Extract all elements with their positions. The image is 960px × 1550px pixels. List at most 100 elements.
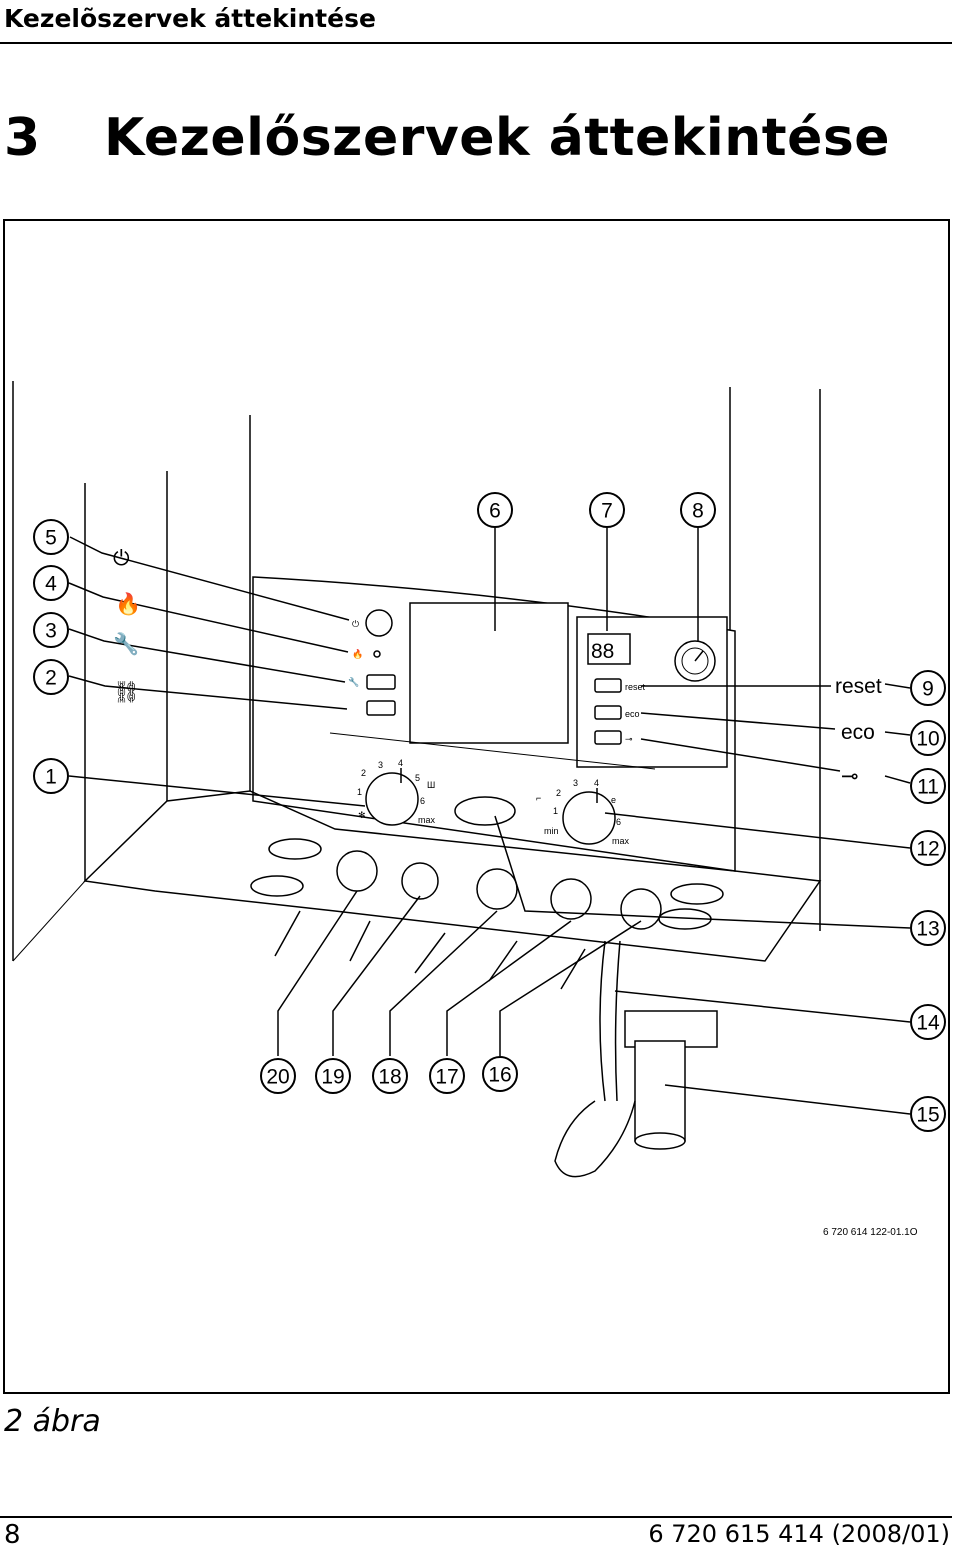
siphon-outlet <box>634 1132 686 1150</box>
callout-19: 19 <box>315 1058 351 1094</box>
heat-scale-5: 5 <box>415 773 420 783</box>
valve-20 <box>336 850 378 892</box>
display-cover <box>409 602 569 744</box>
figure-reference-code: 6 720 614 122-01.1O <box>823 1227 918 1238</box>
leader-11 <box>884 775 911 784</box>
burner-led <box>373 650 381 658</box>
valve-18 <box>476 868 518 910</box>
callout-18: 18 <box>372 1058 408 1094</box>
callout-15: 15 <box>910 1096 946 1132</box>
callout-1: 1 <box>33 758 69 794</box>
callout-7: 7 <box>589 492 625 528</box>
power-icon: ⏻ <box>113 547 130 570</box>
tray-opening <box>670 883 724 905</box>
svg-text:10: 10 <box>916 728 939 751</box>
leader-1 <box>68 775 366 807</box>
svg-text:5: 5 <box>45 527 57 550</box>
document-number: 6 720 615 414 (2008/01) <box>648 1520 950 1548</box>
svg-text:3: 3 <box>45 620 57 643</box>
svg-text:20: 20 <box>266 1066 289 1089</box>
flame-icon: 🔥 <box>115 591 141 616</box>
panel-badge <box>454 796 516 826</box>
seven-segment-display <box>587 633 631 665</box>
chapter-number: 3 <box>4 108 41 168</box>
valve-17 <box>550 878 592 920</box>
svg-text:17: 17 <box>435 1066 458 1089</box>
callout-2: 2 <box>33 659 69 695</box>
eco-label-small: eco <box>625 709 640 719</box>
dhw-scale-min: min <box>544 826 559 836</box>
leader-10-inner <box>640 712 836 730</box>
leader-15 <box>664 1084 911 1115</box>
reset-label-small: reset <box>625 682 646 692</box>
svg-text:14: 14 <box>916 1012 940 1035</box>
figure-caption: 2 ábra <box>4 1404 101 1439</box>
tray-opening <box>268 838 322 860</box>
svg-text:1: 1 <box>45 766 57 789</box>
callout-14: 14 <box>910 1004 946 1040</box>
svg-text:8: 8 <box>692 500 704 523</box>
dhw-scale-6: 6 <box>616 817 621 827</box>
svg-text:18: 18 <box>378 1066 401 1089</box>
leader-19 <box>332 895 421 1056</box>
leader-2 <box>68 675 348 710</box>
bottom-tray <box>83 790 822 962</box>
key-lock-button[interactable] <box>594 730 622 745</box>
callout-8: 8 <box>680 492 716 528</box>
svg-text:9: 9 <box>922 678 934 701</box>
leader-17 <box>446 920 572 1056</box>
header-rule <box>0 42 952 44</box>
leader-10 <box>884 731 911 736</box>
svg-text:11: 11 <box>917 776 939 799</box>
pipe <box>560 948 586 990</box>
heat-scale-3: 3 <box>378 760 383 770</box>
reset-button[interactable] <box>594 678 622 693</box>
valve-16 <box>620 888 662 930</box>
frost-symbol: ✻ <box>358 810 366 820</box>
pipe <box>349 920 371 962</box>
svg-text:7: 7 <box>601 500 613 523</box>
leader-11-inner <box>640 738 841 772</box>
boiler-illustration: ⏻ 🔥 🔧 88 reset eco ⊸ 1 2 3 4 5 6 max Ш ✻ <box>12 381 946 1238</box>
heating-temperature-knob[interactable] <box>365 772 419 826</box>
service-button[interactable] <box>366 674 396 690</box>
leader-20 <box>277 890 358 1056</box>
drain-hose <box>614 940 621 1102</box>
heat-scale-2: 2 <box>361 768 366 778</box>
leader-13 <box>494 815 911 929</box>
leader-5 <box>69 536 350 621</box>
page-number: 8 <box>4 1520 21 1550</box>
dhw-scale-e: e <box>611 795 616 805</box>
callout-17: 17 <box>429 1058 465 1094</box>
callout-3: 3 <box>33 612 69 648</box>
pressure-gauge-needle <box>694 650 704 662</box>
eco-button[interactable] <box>594 705 622 720</box>
siphon-bend <box>554 1100 636 1178</box>
callout-6: 6 <box>477 492 513 528</box>
callout-11: 11 <box>910 768 946 804</box>
heat-scale-6: 6 <box>420 796 425 806</box>
dhw-scale-3: 3 <box>573 778 578 788</box>
leader-16 <box>499 920 642 1056</box>
dhw-scale-max: max <box>612 836 630 846</box>
footer-rule <box>0 1516 952 1518</box>
leader-3 <box>68 628 346 683</box>
callout-20: 20 <box>260 1058 296 1094</box>
svg-text:2: 2 <box>45 667 57 690</box>
hot-water-temperature-knob[interactable] <box>562 791 616 845</box>
leader-4 <box>68 582 349 653</box>
svg-text:6: 6 <box>489 500 501 523</box>
leader-14 <box>614 990 911 1023</box>
chimney-sweep-button[interactable] <box>366 700 396 716</box>
chimney-sweep-icon: ⛓ <box>113 681 140 704</box>
callout-5: 5 <box>33 519 69 555</box>
power-button[interactable] <box>365 609 393 637</box>
drain-hose <box>599 940 606 1102</box>
running-header: Kezelõszervek áttekintése <box>4 4 376 33</box>
eco-label: eco <box>841 721 875 744</box>
tray-edge <box>12 880 86 962</box>
reset-label: reset <box>835 675 882 698</box>
dhw-scale-1: 1 <box>553 806 558 816</box>
svg-text:19: 19 <box>321 1066 344 1089</box>
